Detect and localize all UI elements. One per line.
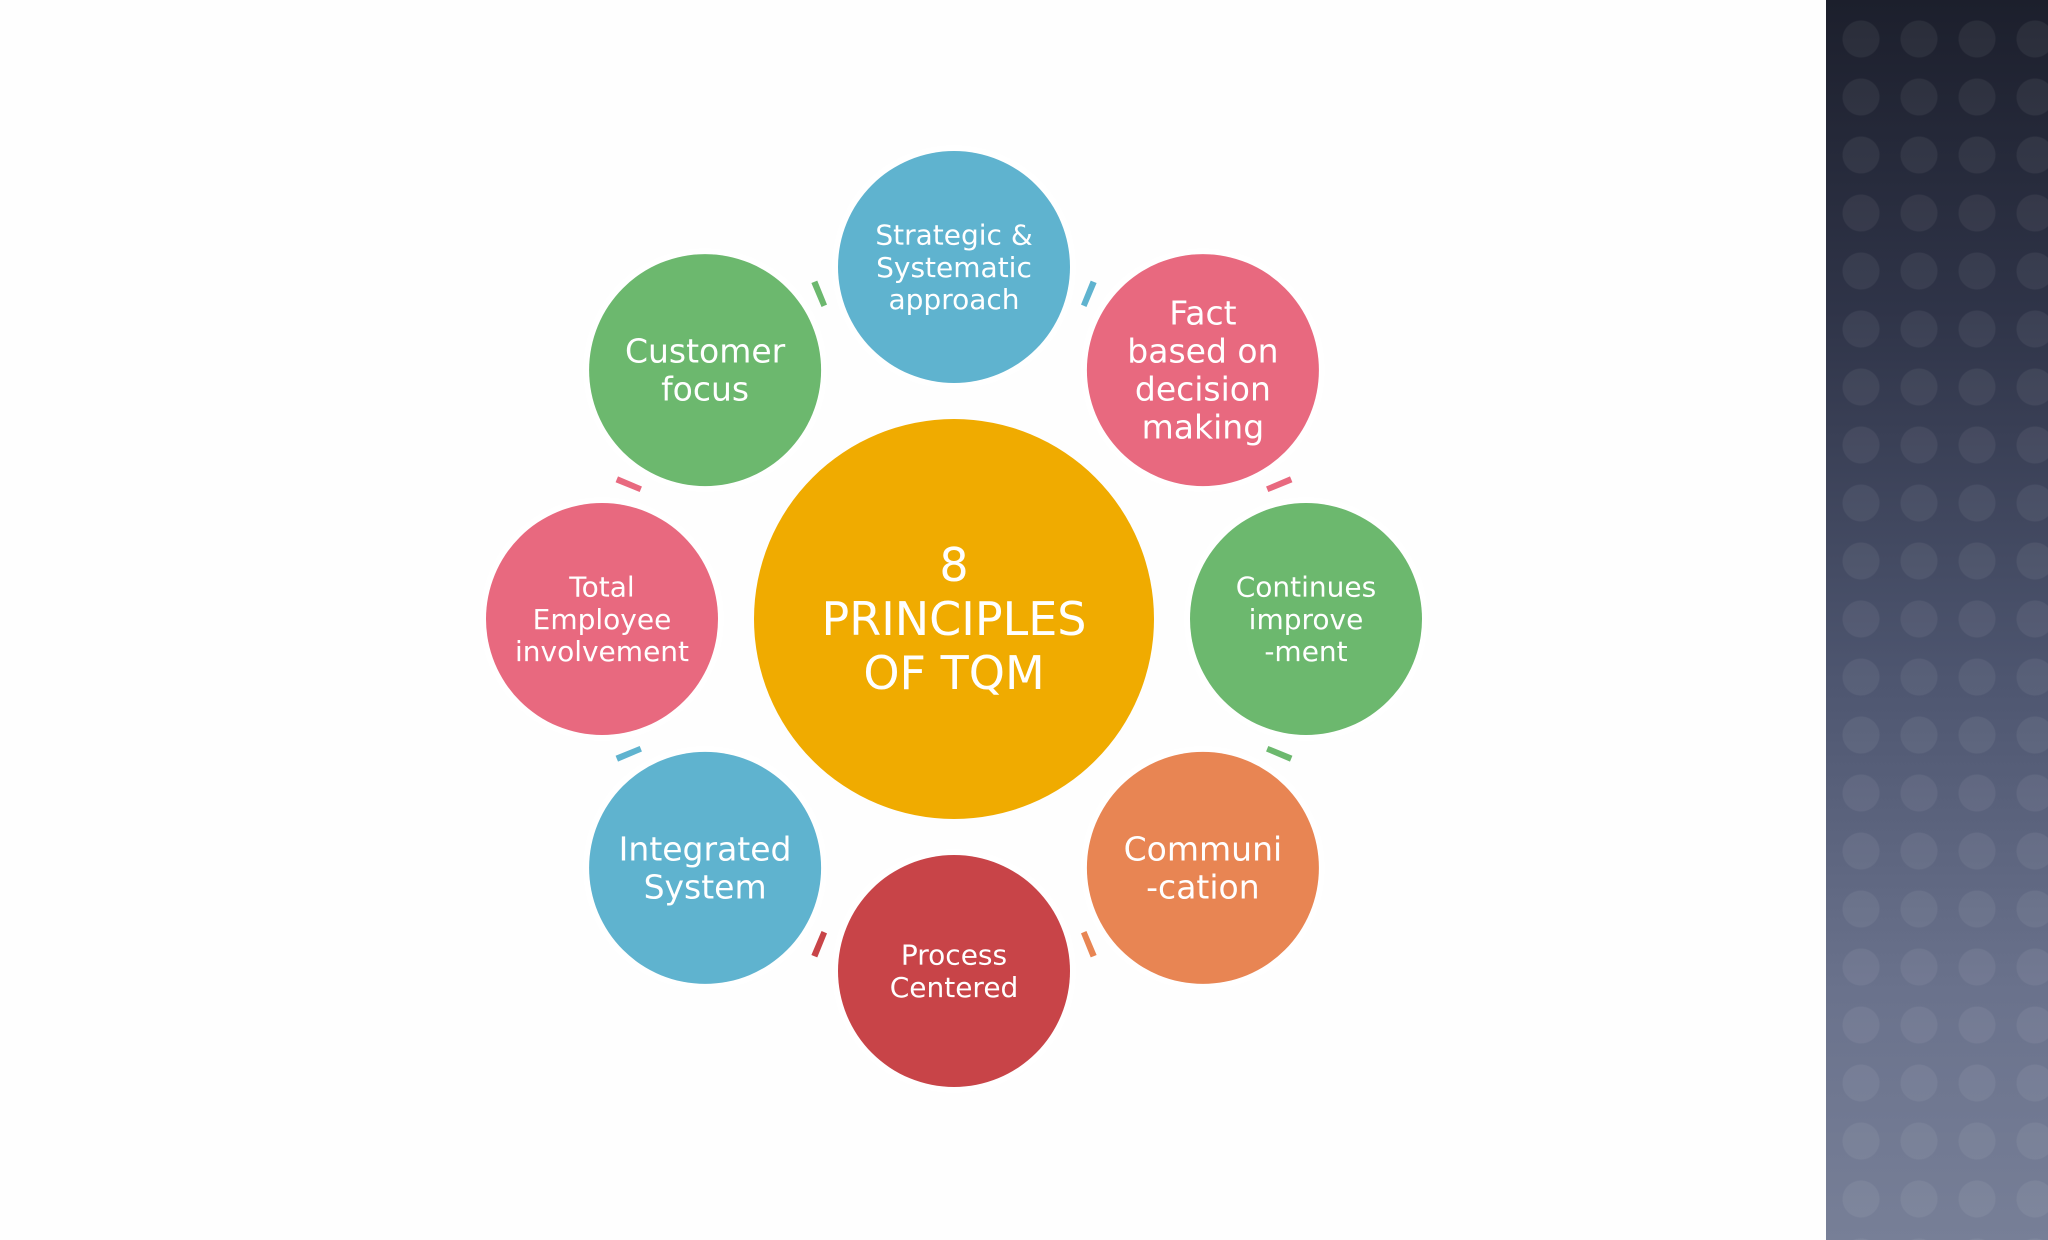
node-circle	[589, 751, 822, 984]
node-label-line: approach	[888, 283, 1019, 316]
connector-arc-customer-to-strategic	[811, 280, 828, 307]
node-label-line: Centered	[890, 971, 1019, 1004]
node-label: Communi-cation	[1124, 829, 1283, 906]
node-label-line: Process	[901, 939, 1007, 972]
center-title-line: PRINCIPLES	[822, 592, 1087, 646]
node-label-line: Total	[568, 571, 634, 604]
side-panel-texture	[1826, 0, 2048, 1240]
node-label-line: involvement	[515, 635, 689, 668]
node-circle	[838, 151, 1070, 383]
node-label-line: based on	[1127, 332, 1278, 371]
center-circle	[754, 419, 1154, 819]
node-circle	[1086, 254, 1319, 487]
node-label-line: Systematic	[876, 251, 1032, 284]
node-circle	[1086, 751, 1319, 984]
node-label-line: Integrated	[619, 829, 792, 868]
node-label-line: improve	[1249, 603, 1364, 636]
node-label-line: focus	[661, 370, 749, 409]
node-circle	[486, 503, 718, 735]
connector-arc-strategic-to-fact-based	[1080, 280, 1097, 307]
node-label-line: Communi	[1124, 829, 1283, 868]
node-circle	[838, 855, 1070, 1087]
connector-arc-process-to-integrated	[811, 931, 828, 958]
decorative-side-panel	[1826, 0, 2048, 1240]
node-label-line: Customer	[625, 332, 786, 371]
center-title-line: 8	[939, 538, 968, 592]
node-label-line: -ment	[1264, 635, 1347, 668]
node-label-line: Strategic &	[875, 219, 1032, 252]
center-title-line: OF TQM	[863, 646, 1044, 700]
connector-arc-communication-to-process	[1080, 931, 1097, 958]
connector-ring	[615, 280, 1293, 958]
principle-node-communication: Communi-cation	[1080, 745, 1325, 990]
node-label-line: decision	[1135, 370, 1271, 409]
node-label-line: Employee	[533, 603, 672, 636]
node-circle	[1190, 503, 1422, 735]
node-label-line: System	[644, 867, 767, 906]
node-label-line: Fact	[1169, 294, 1236, 333]
connector-arc-continues-to-communication	[1266, 745, 1293, 762]
node-circle	[589, 254, 822, 487]
connector-arc-employee-to-customer	[615, 476, 642, 493]
node-label-line: Continues	[1236, 571, 1377, 604]
node-label-line: making	[1142, 408, 1265, 447]
connector-arc-integrated-to-employee	[615, 745, 642, 762]
node-label-line: -cation	[1146, 867, 1260, 906]
connector-arc-fact-based-to-continues	[1266, 476, 1293, 493]
